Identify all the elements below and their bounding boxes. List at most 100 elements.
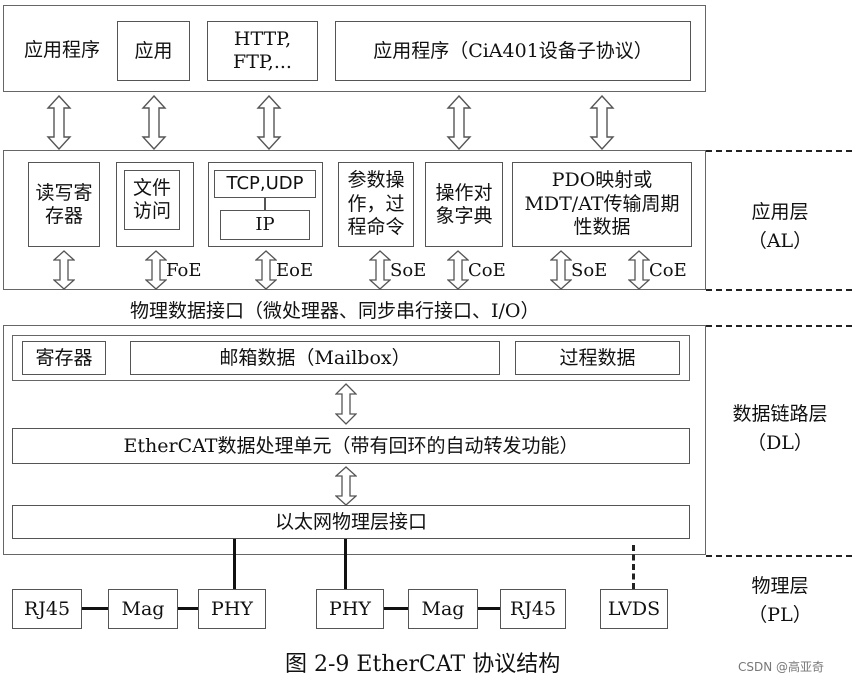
double-arrow-icon: [46, 95, 72, 150]
ethernet-phy-interface-label: 以太网物理层接口: [274, 510, 427, 533]
phy-right-box: PHY: [316, 589, 384, 629]
app-program-box: 应用程序: [14, 20, 110, 80]
tcp-udp-label: TCP,UDP: [226, 173, 304, 195]
rj45-right-label: RJ45: [509, 597, 557, 620]
double-arrow-icon: [53, 250, 75, 290]
pdo-mapping-box: PDO映射或 MDT/AT传输周期 性数据: [512, 162, 692, 247]
double-arrow-icon: [141, 95, 167, 150]
coe-label: CoE: [649, 260, 687, 281]
lvds-dashed-connector: [632, 545, 635, 589]
double-arrow-icon: [256, 95, 282, 150]
rw-label-1: 读写寄: [35, 181, 93, 204]
phy-left-box: PHY: [198, 589, 266, 629]
pl-abbr-text: （PL）: [748, 603, 812, 626]
mag-phy-left-line: [178, 607, 198, 610]
al-name-text: 应用层: [751, 201, 809, 223]
app-box: 应用: [117, 21, 190, 81]
obj-label-2: 象字典: [435, 204, 493, 227]
ip-label: IP: [255, 214, 275, 236]
phy-right-connector: [344, 539, 347, 589]
physical-layer-name: 物理层 （PL）: [725, 572, 835, 629]
physical-data-interface-label: 物理数据接口（微处理器、同步串行接口、I/O）: [130, 300, 540, 322]
cia401-label: 应用程序（CiA401设备子协议）: [373, 39, 653, 62]
double-arrow-icon: [589, 95, 615, 150]
application-frame: [3, 5, 706, 92]
al-top-divider: [706, 150, 852, 152]
application-layer-name: 应用层 （AL）: [725, 198, 835, 255]
ethernet-phy-interface-box: 以太网物理层接口: [12, 505, 690, 539]
mailbox-box: 邮箱数据（Mailbox）: [130, 341, 500, 375]
al-bottom-divider: [706, 289, 852, 291]
ftp-label: FTP,...: [233, 51, 292, 73]
watermark: CSDN @高亚奇: [738, 660, 825, 674]
param-label-2: 作，过: [347, 192, 405, 215]
coe-label: CoE: [468, 260, 506, 281]
double-arrow-icon: [335, 383, 357, 425]
double-arrow-icon: [446, 95, 472, 150]
pdo-label-2: MDT/AT传输周期: [524, 192, 680, 215]
process-data-box: 过程数据: [515, 341, 680, 375]
ethercat-processing-unit-box: EtherCAT数据处理单元（带有回环的自动转发功能）: [12, 428, 690, 464]
pl-name-text: 物理层: [751, 575, 809, 597]
pdo-label-1: PDO映射或: [551, 168, 653, 191]
file-access-box: 文件 访问: [124, 170, 180, 230]
double-arrow-icon: [369, 250, 391, 290]
file-label-1: 文件: [132, 177, 171, 200]
rj45-mag-left-line: [82, 607, 108, 610]
rw-label-2: 存器: [44, 204, 83, 227]
double-arrow-icon: [447, 250, 469, 290]
dl-bottom-divider: [706, 555, 852, 557]
al-abbr-text: （AL）: [747, 229, 813, 252]
mailbox-row-frame: [12, 335, 690, 381]
figure-caption: 图 2-9 EtherCAT 协议结构: [285, 652, 561, 677]
phy-left-connector: [233, 539, 236, 589]
lvds-label: LVDS: [607, 597, 661, 620]
http-label: HTTP,: [233, 28, 292, 51]
phy-right-label: PHY: [329, 597, 371, 620]
data-link-layer-name: 数据链路层 （DL）: [725, 400, 835, 457]
phy-mag-right-line: [384, 607, 408, 610]
mailbox-label: 邮箱数据（Mailbox）: [219, 346, 411, 369]
param-command-box: 参数操 作，过 程命令: [338, 162, 414, 247]
dl-top-divider: [706, 325, 852, 327]
register-label: 寄存器: [35, 346, 93, 369]
ethercat-processing-unit-label: EtherCAT数据处理单元（带有回环的自动转发功能）: [123, 434, 579, 457]
lvds-box: LVDS: [600, 589, 668, 629]
soe-label: SoE: [571, 260, 608, 281]
rj45-left-box: RJ45: [12, 589, 82, 629]
object-dictionary-box: 操作对 象字典: [425, 162, 503, 247]
ip-box: IP: [220, 210, 310, 240]
foe-label: FoE: [166, 260, 202, 281]
phy-left-label: PHY: [211, 597, 253, 620]
process-data-label: 过程数据: [559, 346, 636, 369]
rj45-left-label: RJ45: [23, 597, 71, 620]
register-box: 寄存器: [22, 341, 106, 375]
tcp-udp-box: TCP,UDP: [214, 170, 316, 198]
obj-label-1: 操作对: [435, 181, 493, 204]
read-write-register-box: 读写寄 存器: [28, 162, 100, 247]
mag-rj45-right-line: [478, 607, 500, 610]
param-label-3: 程命令: [347, 216, 405, 239]
http-ftp-box: HTTP, FTP,...: [207, 21, 318, 81]
double-arrow-icon: [145, 250, 167, 290]
services-frame: [3, 150, 706, 290]
tcp-ip-connector: [264, 198, 266, 210]
rj45-right-box: RJ45: [500, 589, 566, 629]
dl-name-text: 数据链路层: [732, 403, 828, 425]
double-arrow-icon: [255, 250, 277, 290]
mag-left-label: Mag: [121, 597, 165, 620]
mag-right-box: Mag: [408, 589, 478, 629]
double-arrow-icon: [550, 250, 572, 290]
cia401-box: 应用程序（CiA401设备子协议）: [335, 21, 691, 81]
param-label-1: 参数操: [347, 168, 405, 191]
mag-right-label: Mag: [421, 597, 465, 620]
pdo-label-3: 性数据: [573, 216, 631, 239]
app-program-label: 应用程序: [23, 38, 100, 61]
mag-left-box: Mag: [108, 589, 178, 629]
data-link-frame: [3, 325, 706, 555]
double-arrow-icon: [335, 466, 357, 506]
double-arrow-icon: [628, 250, 650, 290]
eoe-label: EoE: [276, 260, 314, 281]
app-label: 应用: [134, 39, 173, 62]
